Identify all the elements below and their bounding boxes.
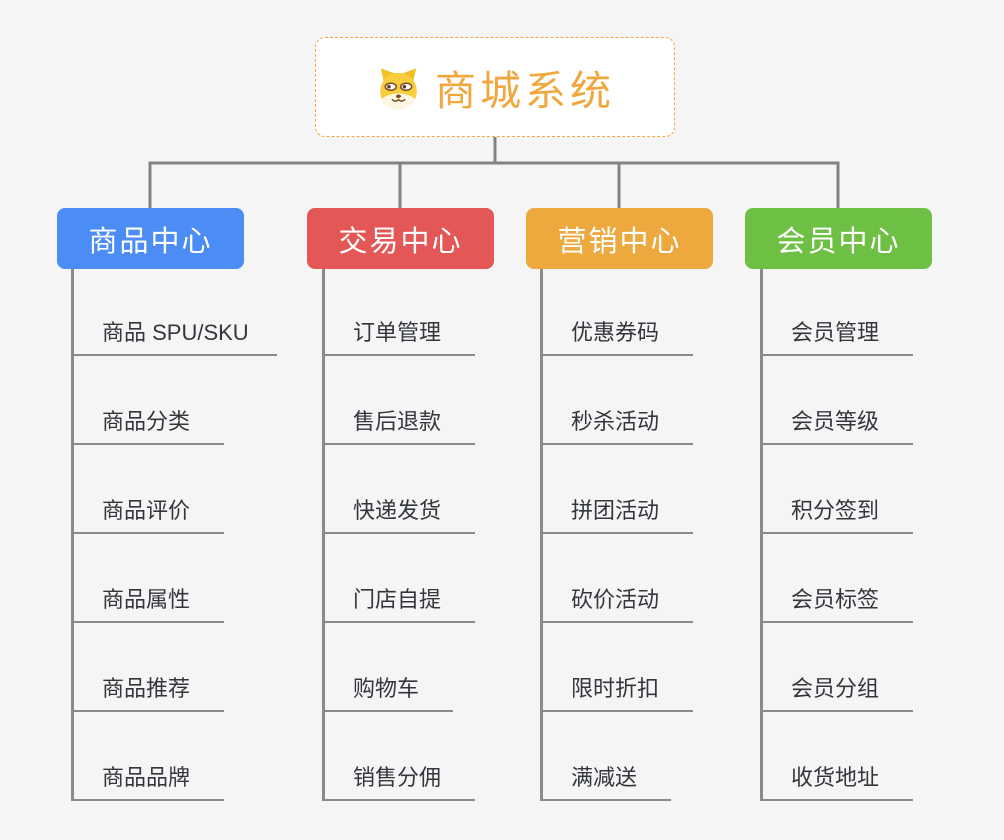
leaf-item[interactable]: 优惠券码 [541,312,693,356]
leaf-item[interactable]: 满减送 [541,757,671,801]
leaf-item[interactable]: 售后退款 [323,401,475,445]
leaf-item[interactable]: 限时折扣 [541,668,693,712]
leaf-item[interactable]: 会员标签 [761,579,913,623]
leaf-item[interactable]: 拼团活动 [541,490,693,534]
leaf-item[interactable]: 会员分组 [761,668,913,712]
leaf-item[interactable]: 商品评价 [72,490,224,534]
leaf-item[interactable]: 销售分佣 [323,757,475,801]
branch-product-center[interactable]: 商品中心 [57,208,244,269]
leaf-item[interactable]: 收货地址 [761,757,913,801]
branch-label: 交易中心 [338,225,463,258]
leaf-item[interactable]: 会员等级 [761,401,913,445]
branch-trunk-line [760,269,763,801]
branch-trunk-line [322,269,325,801]
leaf-item[interactable]: 商品品牌 [72,757,224,801]
leaf-item[interactable]: 积分签到 [761,490,913,534]
branch-trunk-line [71,269,74,801]
branch-label: 营销中心 [557,225,682,258]
leaf-item[interactable]: 商品属性 [72,579,224,623]
root-node[interactable]: 商城系统 [315,37,675,137]
branch-label: 会员中心 [776,225,901,258]
leaf-item[interactable]: 商品分类 [72,401,224,445]
leaf-item[interactable]: 订单管理 [323,312,475,356]
branch-label: 商品中心 [88,225,213,258]
leaf-item[interactable]: 门店自提 [323,579,475,623]
branch-marketing-center[interactable]: 营销中心 [526,208,713,269]
branch-member-center[interactable]: 会员中心 [745,208,932,269]
leaf-item[interactable]: 快递发货 [323,490,475,534]
leaf-item[interactable]: 商品推荐 [72,668,224,712]
dog-face-icon [375,64,422,111]
leaf-item[interactable]: 秒杀活动 [541,401,693,445]
leaf-item[interactable]: 会员管理 [761,312,913,356]
root-title: 商城系统 [435,68,615,114]
leaf-item[interactable]: 购物车 [323,668,453,712]
leaf-item[interactable]: 砍价活动 [541,579,693,623]
leaf-item[interactable]: 商品 SPU/SKU [72,312,277,356]
branch-trunk-line [540,269,543,801]
branch-trade-center[interactable]: 交易中心 [307,208,494,269]
